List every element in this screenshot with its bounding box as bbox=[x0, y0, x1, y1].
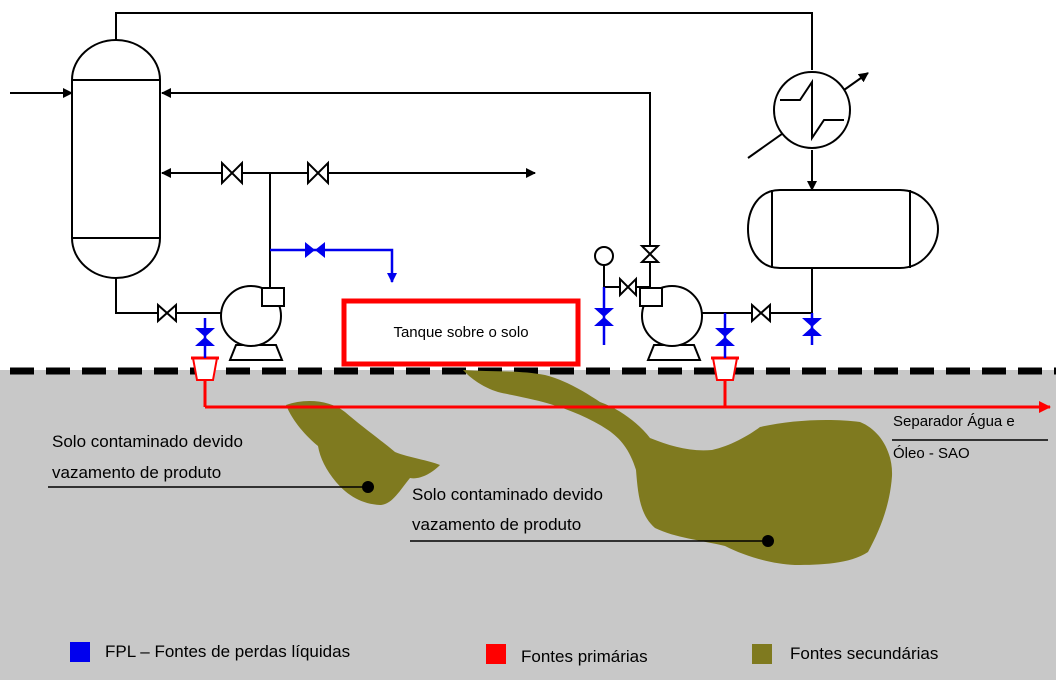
pump-right bbox=[639, 285, 703, 361]
separator-label-line2: Óleo - SAO bbox=[893, 445, 970, 462]
center-contamination-marker bbox=[762, 535, 774, 547]
distillation-column bbox=[71, 38, 161, 280]
overhead-vapor-line bbox=[115, 12, 813, 70]
legend-swatch-primary bbox=[486, 644, 506, 664]
pressure-gauge bbox=[594, 246, 614, 266]
valve-blue-instrument bbox=[594, 308, 614, 326]
bottoms-line bbox=[115, 278, 222, 314]
blue-branch-line bbox=[270, 248, 397, 283]
drain-funnel-right bbox=[711, 356, 739, 381]
center-soil-label-line1: Solo contaminado devido bbox=[412, 485, 603, 504]
valve-side-draw-left bbox=[221, 160, 243, 186]
condenser-coil bbox=[780, 78, 844, 142]
drum-outlet-line bbox=[700, 268, 813, 314]
left-soil-label-line2: vazamento de produto bbox=[52, 463, 221, 482]
legend-label-secondary: Fontes secundárias bbox=[790, 644, 938, 663]
legend-label-fpl: FPL – Fontes de perdas líquidas bbox=[105, 642, 350, 661]
valve-blue-branch bbox=[305, 242, 325, 258]
primary-source-lines bbox=[203, 378, 1051, 413]
reflux-line bbox=[161, 88, 651, 246]
valve-instrument bbox=[619, 276, 637, 298]
pump-left bbox=[220, 285, 285, 361]
tank-on-ground bbox=[341, 298, 581, 367]
valve-pump2-suction bbox=[639, 245, 661, 263]
valve-blue-left-drain bbox=[195, 328, 215, 346]
center-soil-label-line2: vazamento de produto bbox=[412, 515, 581, 534]
contamination-blob-left bbox=[286, 400, 440, 505]
label-leaders bbox=[48, 439, 1048, 542]
legend: FPL – Fontes de perdas líquidas Fontes p… bbox=[70, 642, 938, 666]
valve-drum-outlet bbox=[751, 302, 771, 324]
left-contamination-marker bbox=[362, 481, 374, 493]
valve-bottoms bbox=[157, 302, 177, 324]
left-soil-label-line1: Solo contaminado devido bbox=[52, 432, 243, 451]
reflux-drum bbox=[746, 189, 940, 269]
separator-label-line1: Separador Água e bbox=[893, 413, 1015, 430]
contamination-blob-right bbox=[463, 370, 893, 565]
valve-side-draw-right bbox=[307, 160, 329, 186]
valve-blue-right-drain bbox=[715, 328, 735, 346]
instrument-line bbox=[603, 265, 650, 288]
tank-label: Tanque sobre o solo bbox=[393, 324, 528, 341]
legend-label-primary: Fontes primárias bbox=[521, 647, 648, 666]
legend-swatch-secondary bbox=[752, 644, 772, 664]
valve-blue-drum bbox=[802, 318, 822, 336]
legend-swatch-fpl bbox=[70, 642, 90, 662]
